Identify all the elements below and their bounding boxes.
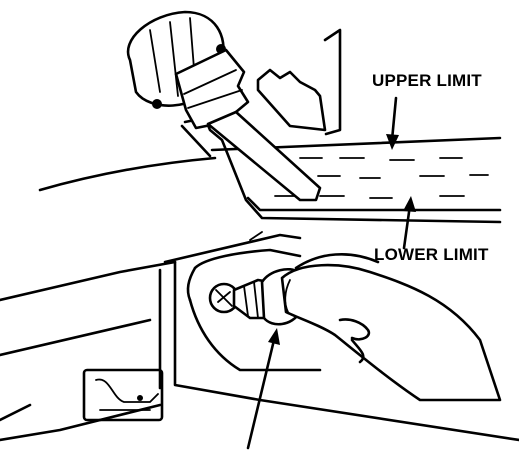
oil-warning-decal [82,368,164,422]
filler-opening [186,248,322,372]
engine-housing [0,156,519,442]
bracket-cutaway [256,28,342,136]
upper-limit-label: UPPER LIMIT [372,71,482,90]
hand [280,253,502,402]
dipstick-pointer-arrow [246,328,280,450]
dipstick-cap [126,10,322,202]
upper-limit-arrow [386,96,399,150]
lower-limit-label: LOWER LIMIT [374,245,489,264]
lower-limit-arrow [402,196,416,250]
